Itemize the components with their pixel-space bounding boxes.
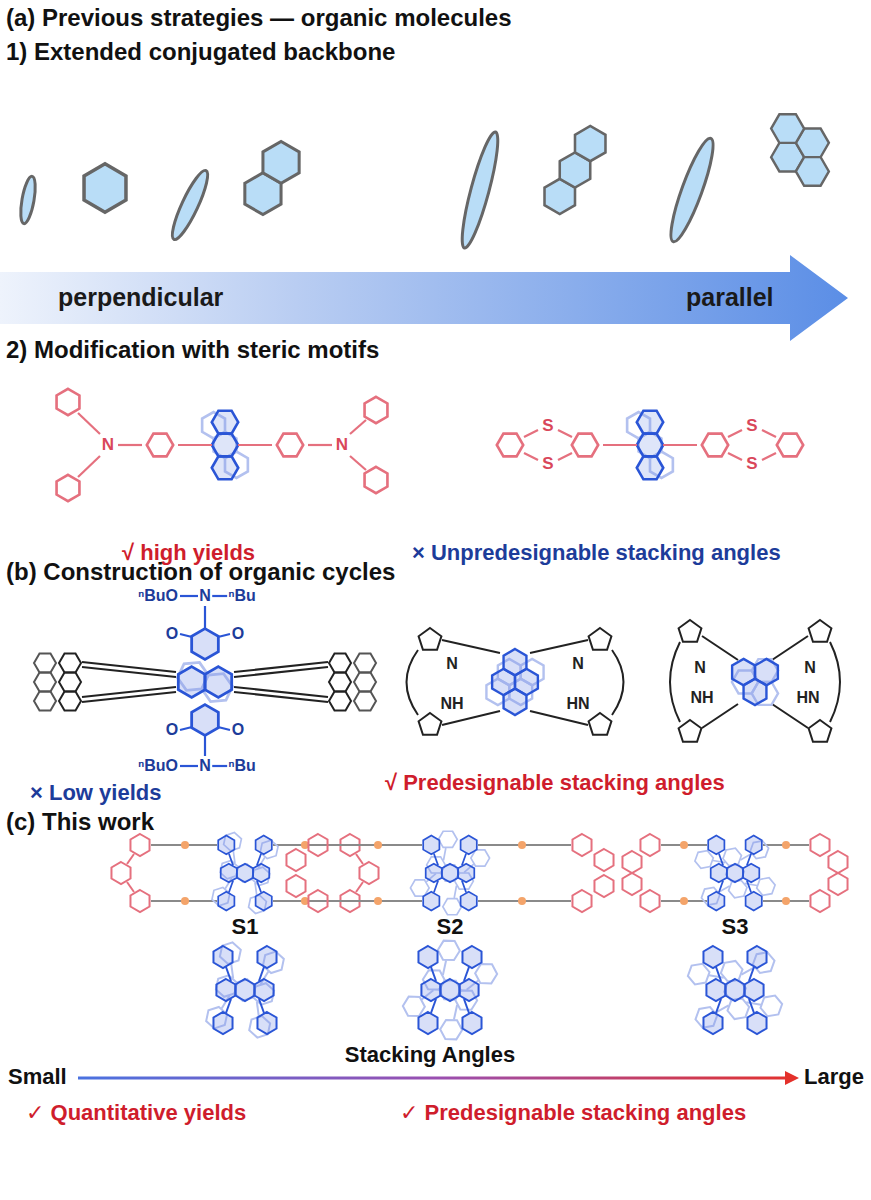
- section-heading: (c) This work: [6, 808, 154, 836]
- axis-label: perpendicular: [58, 283, 223, 312]
- atom-label: ⁿBu: [227, 587, 257, 605]
- atom-label: S: [745, 416, 758, 436]
- atom-label: N: [335, 435, 349, 455]
- con-note: × Unpredesignable stacking angles: [412, 540, 781, 565]
- pro-note: ✓ Quantitative yields: [26, 1100, 246, 1125]
- axis-end-label: Large: [804, 1064, 864, 1089]
- backbone-molecules: [18, 100, 845, 250]
- atom-label: N: [198, 587, 212, 605]
- section-heading: (a) Previous strategies — organic molecu…: [6, 4, 512, 32]
- ndi-cycle: [34, 596, 376, 766]
- atom-label: O: [231, 721, 245, 739]
- atom-label: N: [571, 655, 585, 673]
- atom-label: HN: [795, 689, 820, 707]
- atom-label: NH: [439, 695, 464, 713]
- cage-s1: [111, 831, 378, 915]
- atom-label: N: [445, 655, 459, 673]
- porphyrin-cycle-small: [670, 620, 840, 742]
- stacking-views: [205, 936, 784, 1044]
- atom-label: S: [541, 454, 554, 474]
- angle-arrow: [78, 1071, 799, 1085]
- atom-label: N: [101, 435, 115, 455]
- structure-label: S2: [437, 914, 464, 939]
- structure-label: S3: [722, 914, 749, 939]
- atom-label: ⁿBu: [227, 757, 257, 775]
- axis-title: Stacking Angles: [345, 1042, 515, 1067]
- atom-label: S: [541, 416, 554, 436]
- atom-label: S: [745, 454, 758, 474]
- pro-note: ✓ Predesignable stacking angles: [400, 1100, 746, 1125]
- steric-molecule-right: [493, 409, 806, 482]
- atom-label: O: [165, 721, 179, 739]
- cage-s3: [622, 834, 847, 912]
- structure-label: S1: [232, 914, 259, 939]
- atom-label: O: [231, 625, 245, 643]
- section-heading: (b) Construction of organic cycles: [6, 558, 395, 586]
- pro-note: √ Predesignable stacking angles: [385, 770, 725, 795]
- atom-label: ⁿBuO: [137, 757, 179, 775]
- atom-label: N: [198, 757, 212, 775]
- axis-label: parallel: [686, 283, 774, 312]
- porphyrin-cycle-pyrene: [407, 628, 624, 735]
- sub-heading: 2) Modification with steric motifs: [6, 336, 379, 364]
- atom-label: O: [165, 625, 179, 643]
- atom-label: NH: [689, 689, 714, 707]
- atom-label: N: [803, 659, 817, 677]
- cage-s2: [286, 827, 613, 919]
- atom-label: N: [693, 659, 707, 677]
- sub-heading: 1) Extended conjugated backbone: [6, 38, 395, 66]
- atom-label: ⁿBuO: [137, 587, 179, 605]
- gradient-arrow: [0, 255, 848, 341]
- axis-end-label: Small: [8, 1064, 67, 1089]
- steric-molecule-left: [57, 389, 388, 501]
- atom-label: HN: [565, 695, 590, 713]
- con-note: × Low yields: [30, 780, 161, 805]
